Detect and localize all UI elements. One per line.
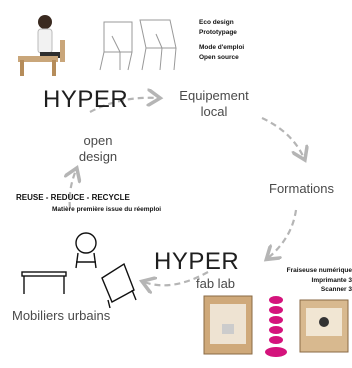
node-fab-lab: fab lab bbox=[196, 276, 236, 291]
node-open-design: open design bbox=[70, 133, 126, 165]
arrow-fablab-to-mobiliers bbox=[144, 271, 209, 285]
machines-list: Fraiseuse numérique Imprimante 3 Scanner… bbox=[286, 266, 352, 295]
feature-mode-emploi: Mode d'emploi bbox=[199, 44, 245, 51]
machine-imprimante: Imprimante 3 bbox=[311, 276, 352, 284]
recycle-subtitle: Matière première issue du réemploi bbox=[52, 206, 162, 213]
arrow-opendesign-to-equipement bbox=[89, 98, 158, 113]
scanner-photo bbox=[299, 299, 349, 353]
hyper-title-bottom: HYPER bbox=[154, 248, 240, 275]
machine-scanner: Scanner 3 bbox=[320, 286, 352, 293]
feature-eco-design: Eco design bbox=[199, 19, 234, 26]
node-open-line2: design bbox=[78, 149, 118, 164]
hyper-title-top: HYPER bbox=[43, 86, 129, 113]
arrow-equipement-to-formations bbox=[261, 117, 304, 158]
arrow-formations-to-fablab bbox=[268, 209, 298, 258]
machine-fraiseuse: Fraiseuse numérique bbox=[286, 267, 352, 274]
printer-photo bbox=[203, 295, 253, 355]
node-equipement-local: Equipement local bbox=[164, 88, 264, 120]
feature-open-source: Open source bbox=[199, 53, 239, 61]
node-open-line1: open bbox=[83, 133, 113, 148]
node-formations: Formations bbox=[269, 181, 335, 196]
pink-object-photo bbox=[265, 296, 287, 357]
node-equipement-line2: local bbox=[200, 104, 228, 119]
node-equipement-line1: Equipement bbox=[179, 88, 249, 103]
feature-list: Eco design Prototypage Mode d'emploi Ope… bbox=[199, 18, 279, 62]
arrow-mobiliers-to-opendesign bbox=[70, 170, 76, 209]
recycle-title: REUSE - REDUCE - RECYCLE bbox=[16, 193, 130, 202]
feature-prototypage: Prototypage bbox=[199, 28, 237, 36]
node-mobiliers-urbains: Mobiliers urbains bbox=[12, 308, 111, 323]
